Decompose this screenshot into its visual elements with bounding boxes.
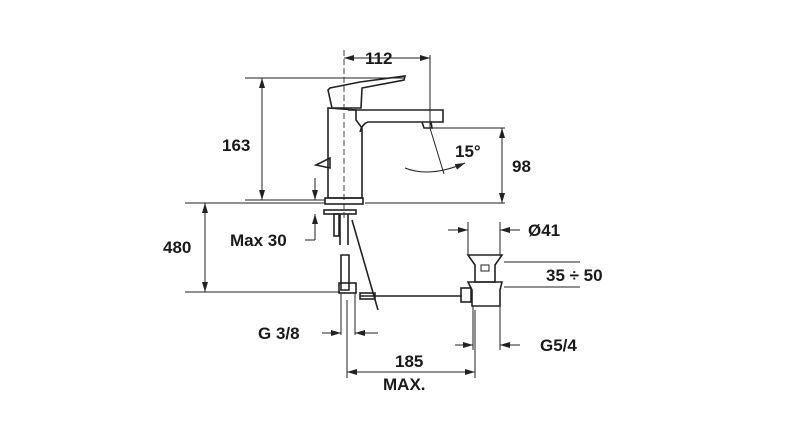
dim-waste-thread: G5/4 (540, 336, 577, 355)
dim-waste-diameter: Ø41 (528, 221, 560, 240)
dim-hose-length: 480 (163, 238, 191, 257)
dim-inlet-thread: G 3/8 (258, 324, 300, 343)
dim-width-top: 112 (365, 49, 392, 68)
faucet-body (313, 50, 462, 335)
dim-spout-height: 98 (512, 157, 531, 176)
dim-max-thickness: Max 30 (230, 231, 287, 250)
dim-angle: 15° (455, 142, 481, 161)
dimension-lines (185, 55, 580, 378)
dim-height-total: 163 (222, 136, 250, 155)
waste-valve (460, 254, 504, 307)
dim-waste-range: 35 ÷ 50 (546, 266, 603, 285)
dim-rod-length: 185 (395, 352, 423, 371)
dim-rod-max: MAX. (383, 375, 426, 394)
